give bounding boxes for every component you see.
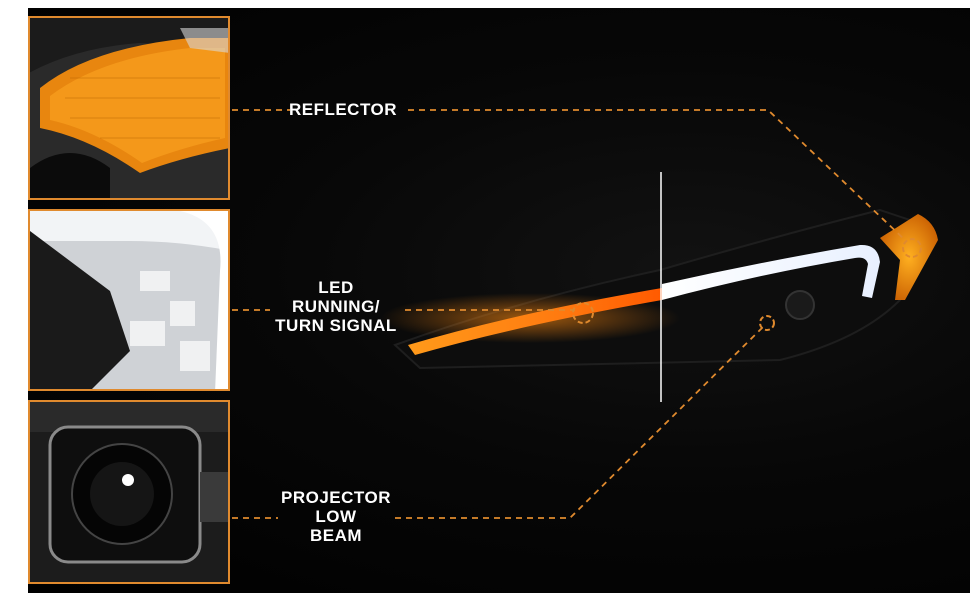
projector-thumbnail — [28, 400, 230, 584]
projector-text-line2: LOW — [315, 507, 357, 526]
led-thumbnail — [28, 209, 230, 391]
reflector-target-icon — [902, 238, 922, 258]
led-target-icon — [572, 302, 594, 324]
led-text-line2: RUNNING/ — [291, 297, 381, 316]
led-text-line3: TURN SIGNAL — [275, 316, 397, 335]
reflector-thumbnail — [28, 16, 230, 200]
projector-text-line3: BEAM — [309, 526, 363, 545]
led-running-turn-signal-label: LED RUNNING/ TURN SIGNAL — [268, 278, 404, 335]
projector-text-line1: PROJECTOR — [281, 488, 391, 507]
reflector-label: REFLECTOR — [287, 100, 399, 119]
led-text-line1: LED — [318, 278, 354, 297]
reflector-text: REFLECTOR — [288, 100, 398, 119]
projector-target-icon — [759, 315, 775, 331]
projector-low-beam-label: PROJECTOR LOW BEAM — [276, 488, 396, 545]
